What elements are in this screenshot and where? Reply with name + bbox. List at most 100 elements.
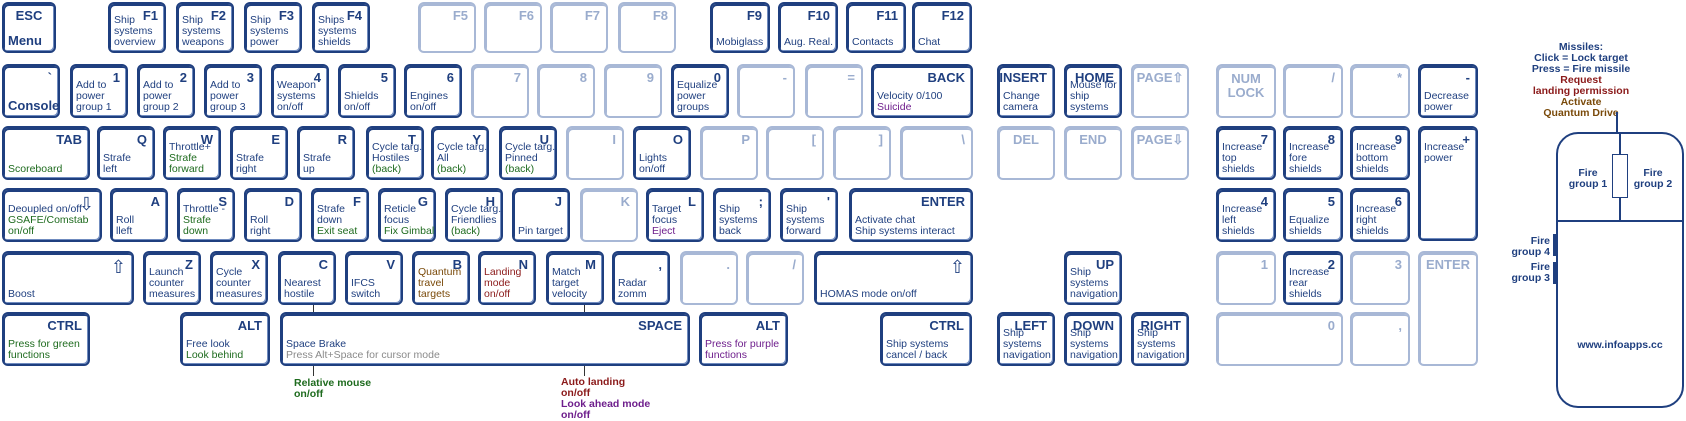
key-end[interactable]: END bbox=[1064, 126, 1122, 180]
key-slash[interactable]: / bbox=[746, 251, 804, 305]
key-k[interactable]: K bbox=[580, 188, 638, 242]
key-num0[interactable]: 0 bbox=[1216, 312, 1343, 366]
key-tilde[interactable]: `Console bbox=[2, 64, 60, 118]
key-pgdn[interactable]: PAGE⇩ bbox=[1131, 126, 1189, 180]
key-p[interactable]: P bbox=[700, 126, 758, 180]
key-period[interactable]: . bbox=[680, 251, 738, 305]
key-numenter[interactable]: ENTER bbox=[1418, 251, 1478, 366]
fire-group-1-label[interactable]: Fire group 1 bbox=[1566, 168, 1610, 190]
key-f8[interactable]: F8 bbox=[618, 2, 676, 53]
key-lbr[interactable]: [ bbox=[766, 126, 824, 180]
key-bsl[interactable]: \ bbox=[900, 126, 973, 180]
mouse-side-button-4[interactable] bbox=[1553, 234, 1557, 256]
key-num3[interactable]: 3 bbox=[1350, 251, 1410, 305]
key-minus[interactable]: - bbox=[737, 64, 795, 118]
key-pgup[interactable]: PAGE⇧ bbox=[1131, 64, 1189, 118]
key-i[interactable]: I bbox=[566, 126, 624, 180]
key-numlock[interactable]: NUM LOCK bbox=[1216, 64, 1276, 118]
key-del[interactable]: DEL bbox=[997, 126, 1055, 180]
key-rbr[interactable]: ] bbox=[833, 126, 891, 180]
key-k8[interactable]: 8 bbox=[537, 64, 595, 118]
key-k7[interactable]: 7 bbox=[471, 64, 529, 118]
key-num1[interactable]: 1 bbox=[1216, 251, 1276, 305]
key-k9[interactable]: 9 bbox=[604, 64, 662, 118]
mouse-wheel[interactable] bbox=[1612, 154, 1628, 198]
key-f6[interactable]: F6 bbox=[484, 2, 542, 53]
key-f5[interactable]: F5 bbox=[418, 2, 476, 53]
mouse-side-button-3[interactable] bbox=[1553, 262, 1557, 284]
key-rshift[interactable]: ⇧HOMAS mode on/off bbox=[814, 251, 973, 305]
key-lshift[interactable]: ⇧Boost bbox=[2, 251, 134, 305]
key-equal[interactable]: = bbox=[805, 64, 863, 118]
key-nummul[interactable]: * bbox=[1350, 64, 1410, 118]
key-numdot[interactable]: , bbox=[1350, 312, 1410, 366]
fire-group-2-label[interactable]: Fire group 2 bbox=[1630, 168, 1676, 190]
key-f7[interactable]: F7 bbox=[550, 2, 608, 53]
